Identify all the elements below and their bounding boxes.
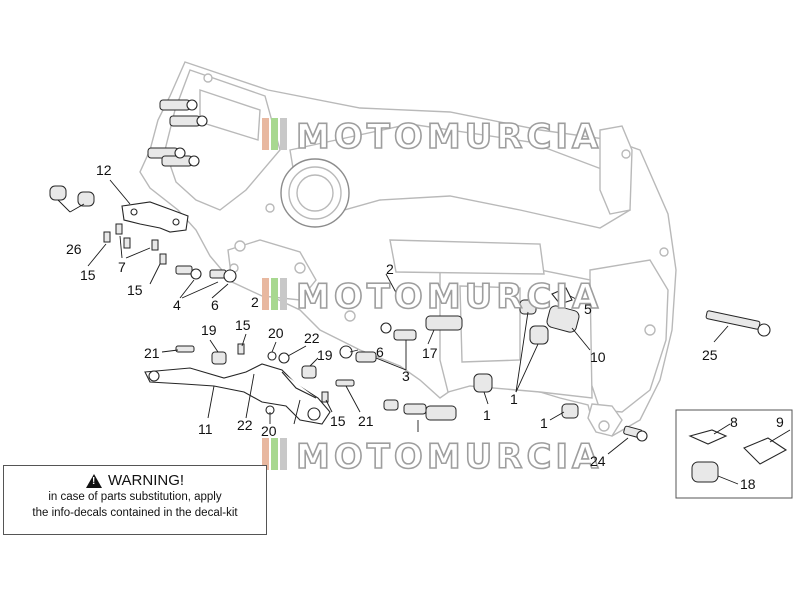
callout-10: 10: [590, 349, 606, 365]
steering-head-bolts: [147, 99, 208, 167]
callout-15: 15: [235, 317, 251, 333]
bushing-part: [77, 191, 95, 207]
watermark-text: MOTOMURCIA: [296, 277, 602, 317]
callout-20: 20: [261, 423, 277, 439]
inset-box: [675, 409, 793, 499]
callout-15: 15: [80, 267, 96, 283]
footrest-bracket-part: [144, 363, 331, 425]
callout-21: 21: [358, 413, 374, 429]
warning-title: WARNING!: [4, 472, 266, 489]
callout-2: 2: [251, 294, 259, 310]
callout-5: 5: [584, 301, 592, 317]
callout-19: 19: [317, 347, 333, 363]
callout-9: 9: [776, 414, 784, 430]
callout-2: 2: [386, 261, 394, 277]
callout-22: 22: [237, 417, 253, 433]
warning-notice: WARNING! in case of parts substitution, …: [3, 465, 267, 535]
callout-15: 15: [127, 282, 143, 298]
callout-26: 26: [66, 241, 82, 257]
watermark-text: MOTOMURCIA: [296, 437, 602, 477]
warning-text-line1: in case of parts substitution, apply: [48, 491, 222, 503]
callout-4: 4: [173, 297, 181, 313]
callout-1: 1: [540, 415, 548, 431]
callout-1: 1: [483, 407, 491, 423]
leader-lines: [57, 179, 791, 485]
callout-7: 7: [118, 259, 126, 275]
warning-title-text: WARNING!: [107, 472, 185, 489]
callout-6: 6: [211, 297, 219, 313]
callout-21: 21: [144, 345, 160, 361]
watermark: MOTOMURCIA MOTOMURCIA MOTOMURCIA: [262, 116, 602, 478]
callout-3: 3: [402, 368, 410, 384]
callout-19: 19: [201, 322, 217, 338]
callout-labels: 12 26 15 7 15 4 6 2 2 19 15 20 22 21 19 …: [66, 162, 784, 492]
callout-18: 18: [740, 476, 756, 492]
callout-20: 20: [268, 325, 284, 341]
callout-8: 8: [730, 414, 738, 430]
warning-text-line2: the info-decals contained in the decal-k…: [32, 507, 238, 519]
watermark-text: MOTOMURCIA: [296, 117, 602, 157]
bushing-part: [49, 185, 67, 201]
warning-triangle-icon: [85, 473, 102, 488]
callout-15: 15: [330, 413, 346, 429]
callout-11: 11: [198, 421, 213, 437]
callout-17: 17: [422, 345, 438, 361]
callout-12: 12: [96, 162, 112, 178]
callout-22: 22: [304, 330, 320, 346]
bracket-part: [121, 201, 189, 233]
callout-1: 1: [510, 391, 518, 407]
long-bolt-part: [705, 310, 761, 330]
parts-layer: [49, 185, 771, 442]
callout-6: 6: [376, 344, 384, 360]
callout-25: 25: [702, 347, 718, 363]
callout-24: 24: [590, 453, 606, 469]
